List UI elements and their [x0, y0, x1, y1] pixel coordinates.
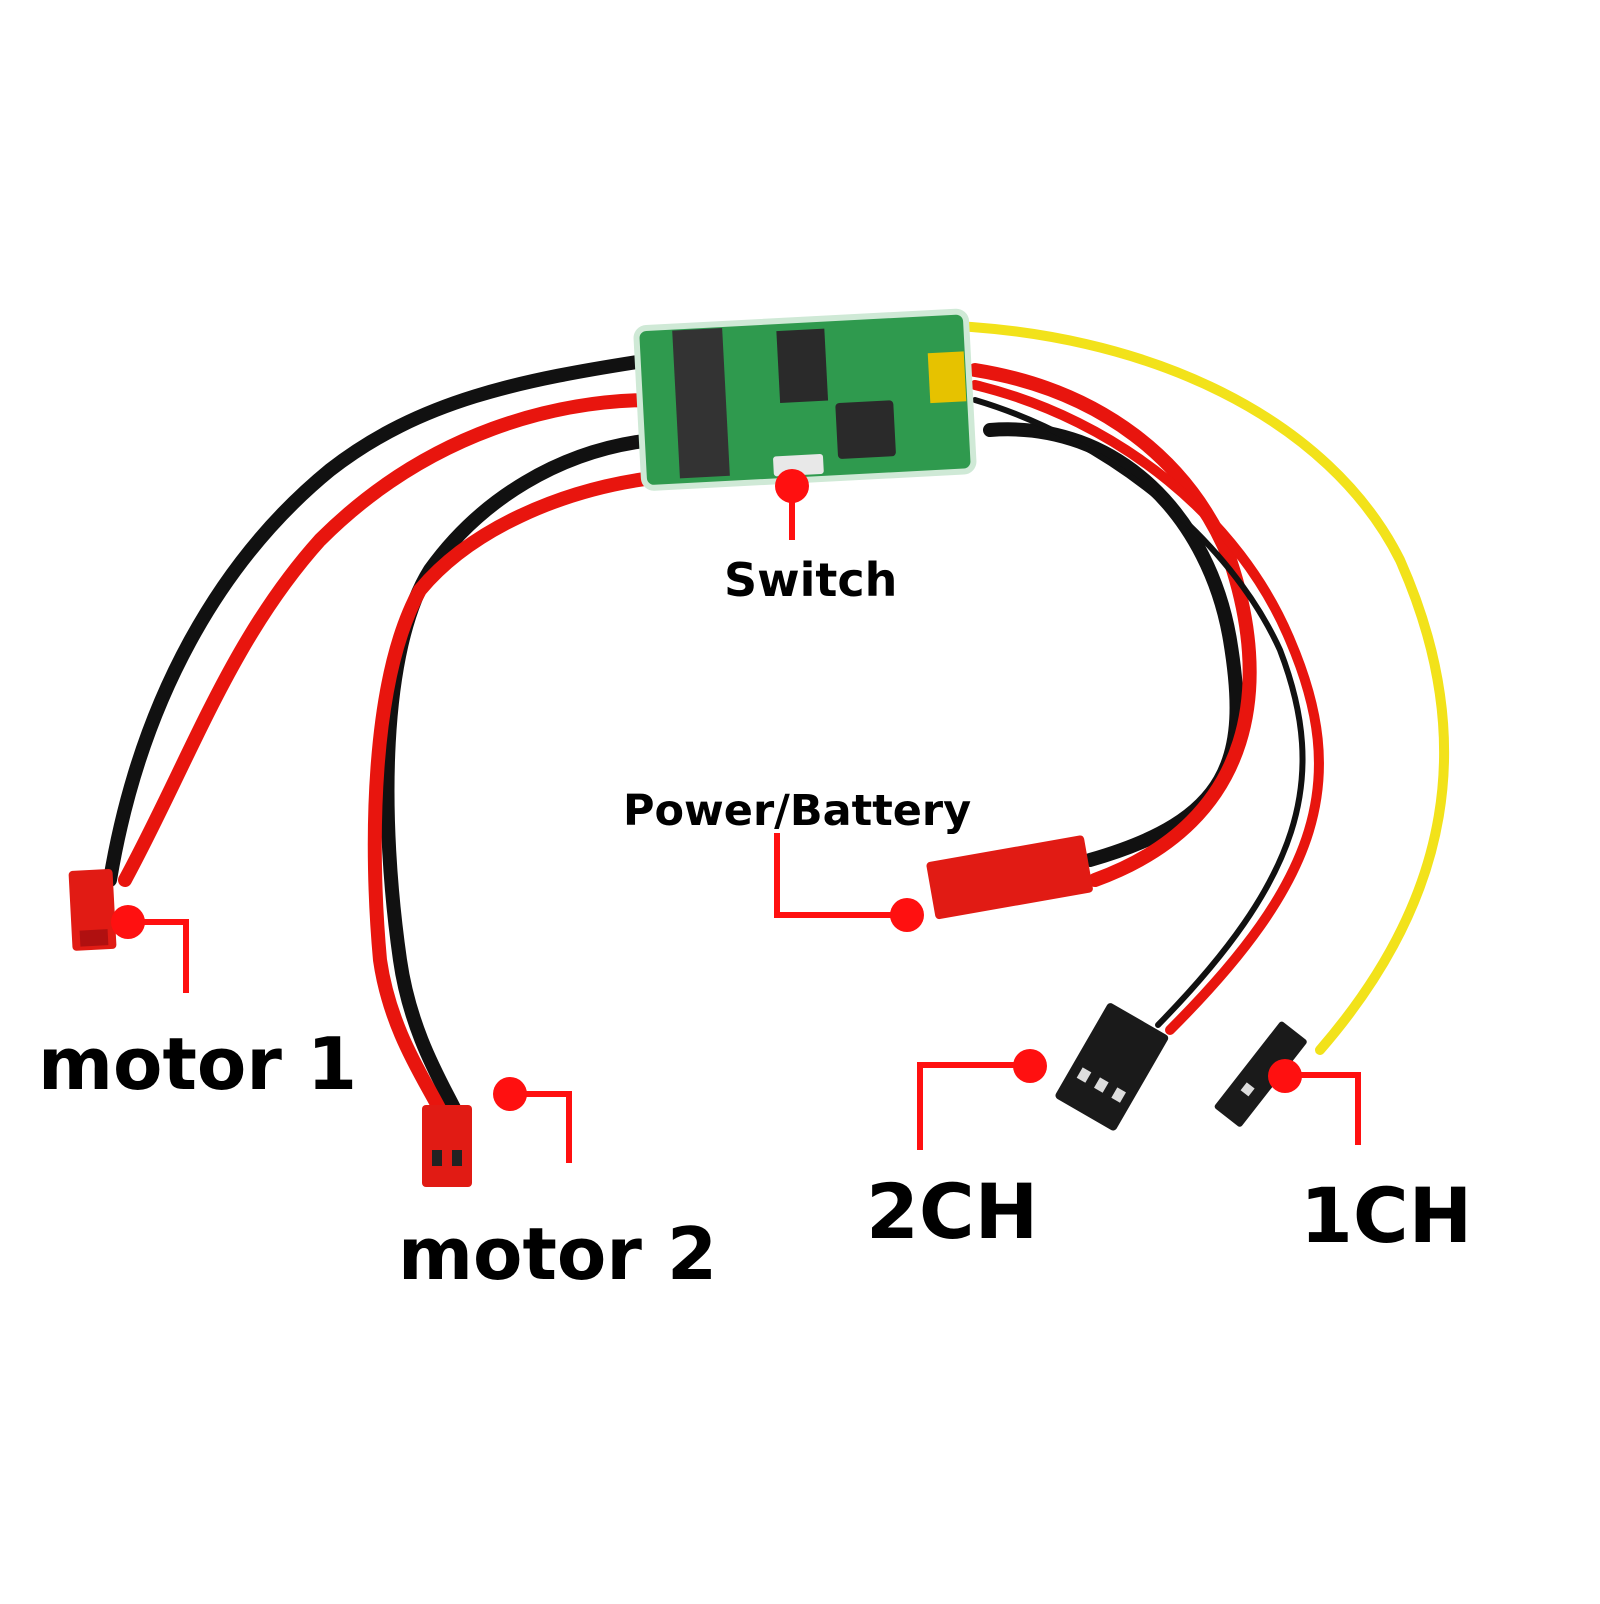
ch1-label: 1CH	[1300, 1171, 1473, 1260]
power-callout-dot	[890, 898, 924, 932]
ch2-label: 2CH	[866, 1167, 1039, 1256]
switch-label: Switch	[724, 553, 898, 607]
power-callout-line	[774, 833, 893, 918]
ch1-callout-dot	[1268, 1059, 1302, 1093]
callout-lines	[127, 488, 1361, 1163]
ch1-callout-line	[1285, 1072, 1361, 1145]
power-connector	[926, 835, 1093, 920]
power-battery-label: Power/Battery	[623, 786, 972, 836]
motor2-cable	[367, 433, 659, 1117]
callout-dots	[111, 469, 1302, 1111]
ch1-cable	[925, 320, 1450, 1055]
motor1-cable	[103, 353, 659, 887]
ch2-callout-line	[917, 1062, 1030, 1150]
motor1-connector	[68, 868, 117, 951]
motor2-callout-dot	[493, 1077, 527, 1111]
motor1-callout-line	[127, 919, 189, 993]
controller-board	[633, 308, 977, 491]
motor1-callout-dot	[111, 905, 145, 939]
ch2-cable	[970, 380, 1324, 1035]
ch2-connector	[1055, 1003, 1169, 1131]
switch-callout-dot	[775, 469, 809, 503]
ch2-callout-dot	[1013, 1049, 1047, 1083]
motor2-label: motor 2	[398, 1212, 718, 1296]
ch1-connector	[1214, 1021, 1307, 1127]
motor1-label: motor 1	[38, 1022, 358, 1106]
motor2-connector	[422, 1105, 472, 1187]
motor2-callout-line	[511, 1091, 572, 1163]
